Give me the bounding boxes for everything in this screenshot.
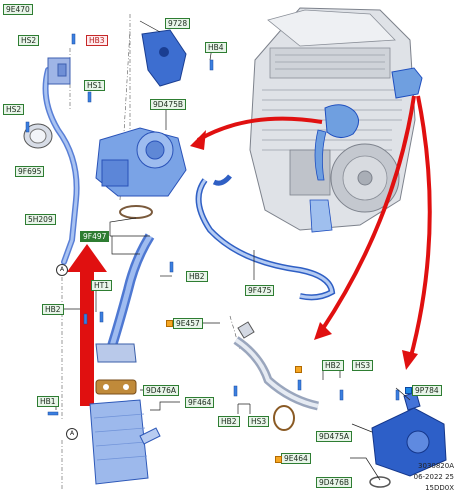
label-hb4: HB4 (205, 42, 227, 53)
pipe-9e457-part (233, 321, 320, 411)
bracket-9728-part (141, 29, 187, 87)
engine-illustration (249, 7, 423, 233)
label-9728: 9728 (165, 18, 191, 29)
egr-tube-mid-part (95, 233, 155, 363)
egr-cooler-part (89, 399, 161, 485)
connection-marker-a: A (66, 428, 78, 440)
label-hb1: HB1 (37, 396, 59, 407)
flow-arrow-icon (197, 95, 432, 361)
label-hb2-right: HB2 (322, 360, 344, 371)
reference-line-1: 3030820A (418, 462, 454, 470)
gasket-9d476a-part (95, 379, 137, 395)
label-9f695: 9F695 (15, 166, 45, 177)
label-hs1: HS1 (84, 80, 106, 91)
label-hs2-top: HS2 (18, 35, 40, 46)
egr-valve-9e470-part (47, 57, 71, 85)
label-hb2-left: HB2 (42, 304, 64, 315)
bolt-icon (25, 33, 400, 416)
marker-square (295, 366, 302, 373)
label-9d475b: 9D475B (150, 99, 187, 110)
label-9e464: 9E464 (281, 453, 311, 464)
marker-square (166, 320, 173, 327)
label-9d476b: 9D476B (316, 477, 353, 488)
flow-arrow-icon (67, 244, 107, 406)
egr-valve-9d475b-part (95, 127, 187, 197)
gasket-9f497-part (119, 205, 153, 219)
label-5h209: 5H209 (25, 214, 56, 225)
label-hs2-left: HS2 (3, 104, 25, 115)
label-hs3-bottom: HS3 (248, 416, 270, 427)
label-9e470: 9E470 (3, 4, 33, 15)
label-9d476a: 9D476A (143, 385, 179, 396)
label-9f475: 9F475 (245, 285, 275, 296)
label-hb3: HB3 (86, 35, 108, 46)
arrowheads (190, 130, 418, 370)
connection-marker-a: A (56, 264, 68, 276)
label-9d475a: 9D475A (316, 431, 352, 442)
label-ht1: HT1 (91, 280, 112, 291)
reference-line-2: 06-2022 25 (413, 473, 454, 481)
clamp-9f695-part (23, 123, 53, 149)
gasket-9e464-part (273, 405, 295, 431)
label-9f497: 9F497 (80, 231, 110, 242)
label-hb2-bottom: HB2 (218, 416, 240, 427)
label-9f464: 9F464 (185, 397, 215, 408)
label-hb2-mid: HB2 (186, 271, 208, 282)
egr-pipe-5h209 (42, 67, 80, 265)
pipe-9f475-part (195, 174, 336, 301)
egr-valve-9d475a-part (371, 391, 447, 477)
reference-line-3: 15DD0X (425, 484, 454, 492)
label-hs3-right: HS3 (352, 360, 374, 371)
seal-9d476b-part (369, 476, 391, 488)
marker-square (275, 456, 282, 463)
label-9p784: 9P784 (412, 385, 442, 396)
label-9e457: 9E457 (173, 318, 203, 329)
marker-square (405, 387, 412, 394)
